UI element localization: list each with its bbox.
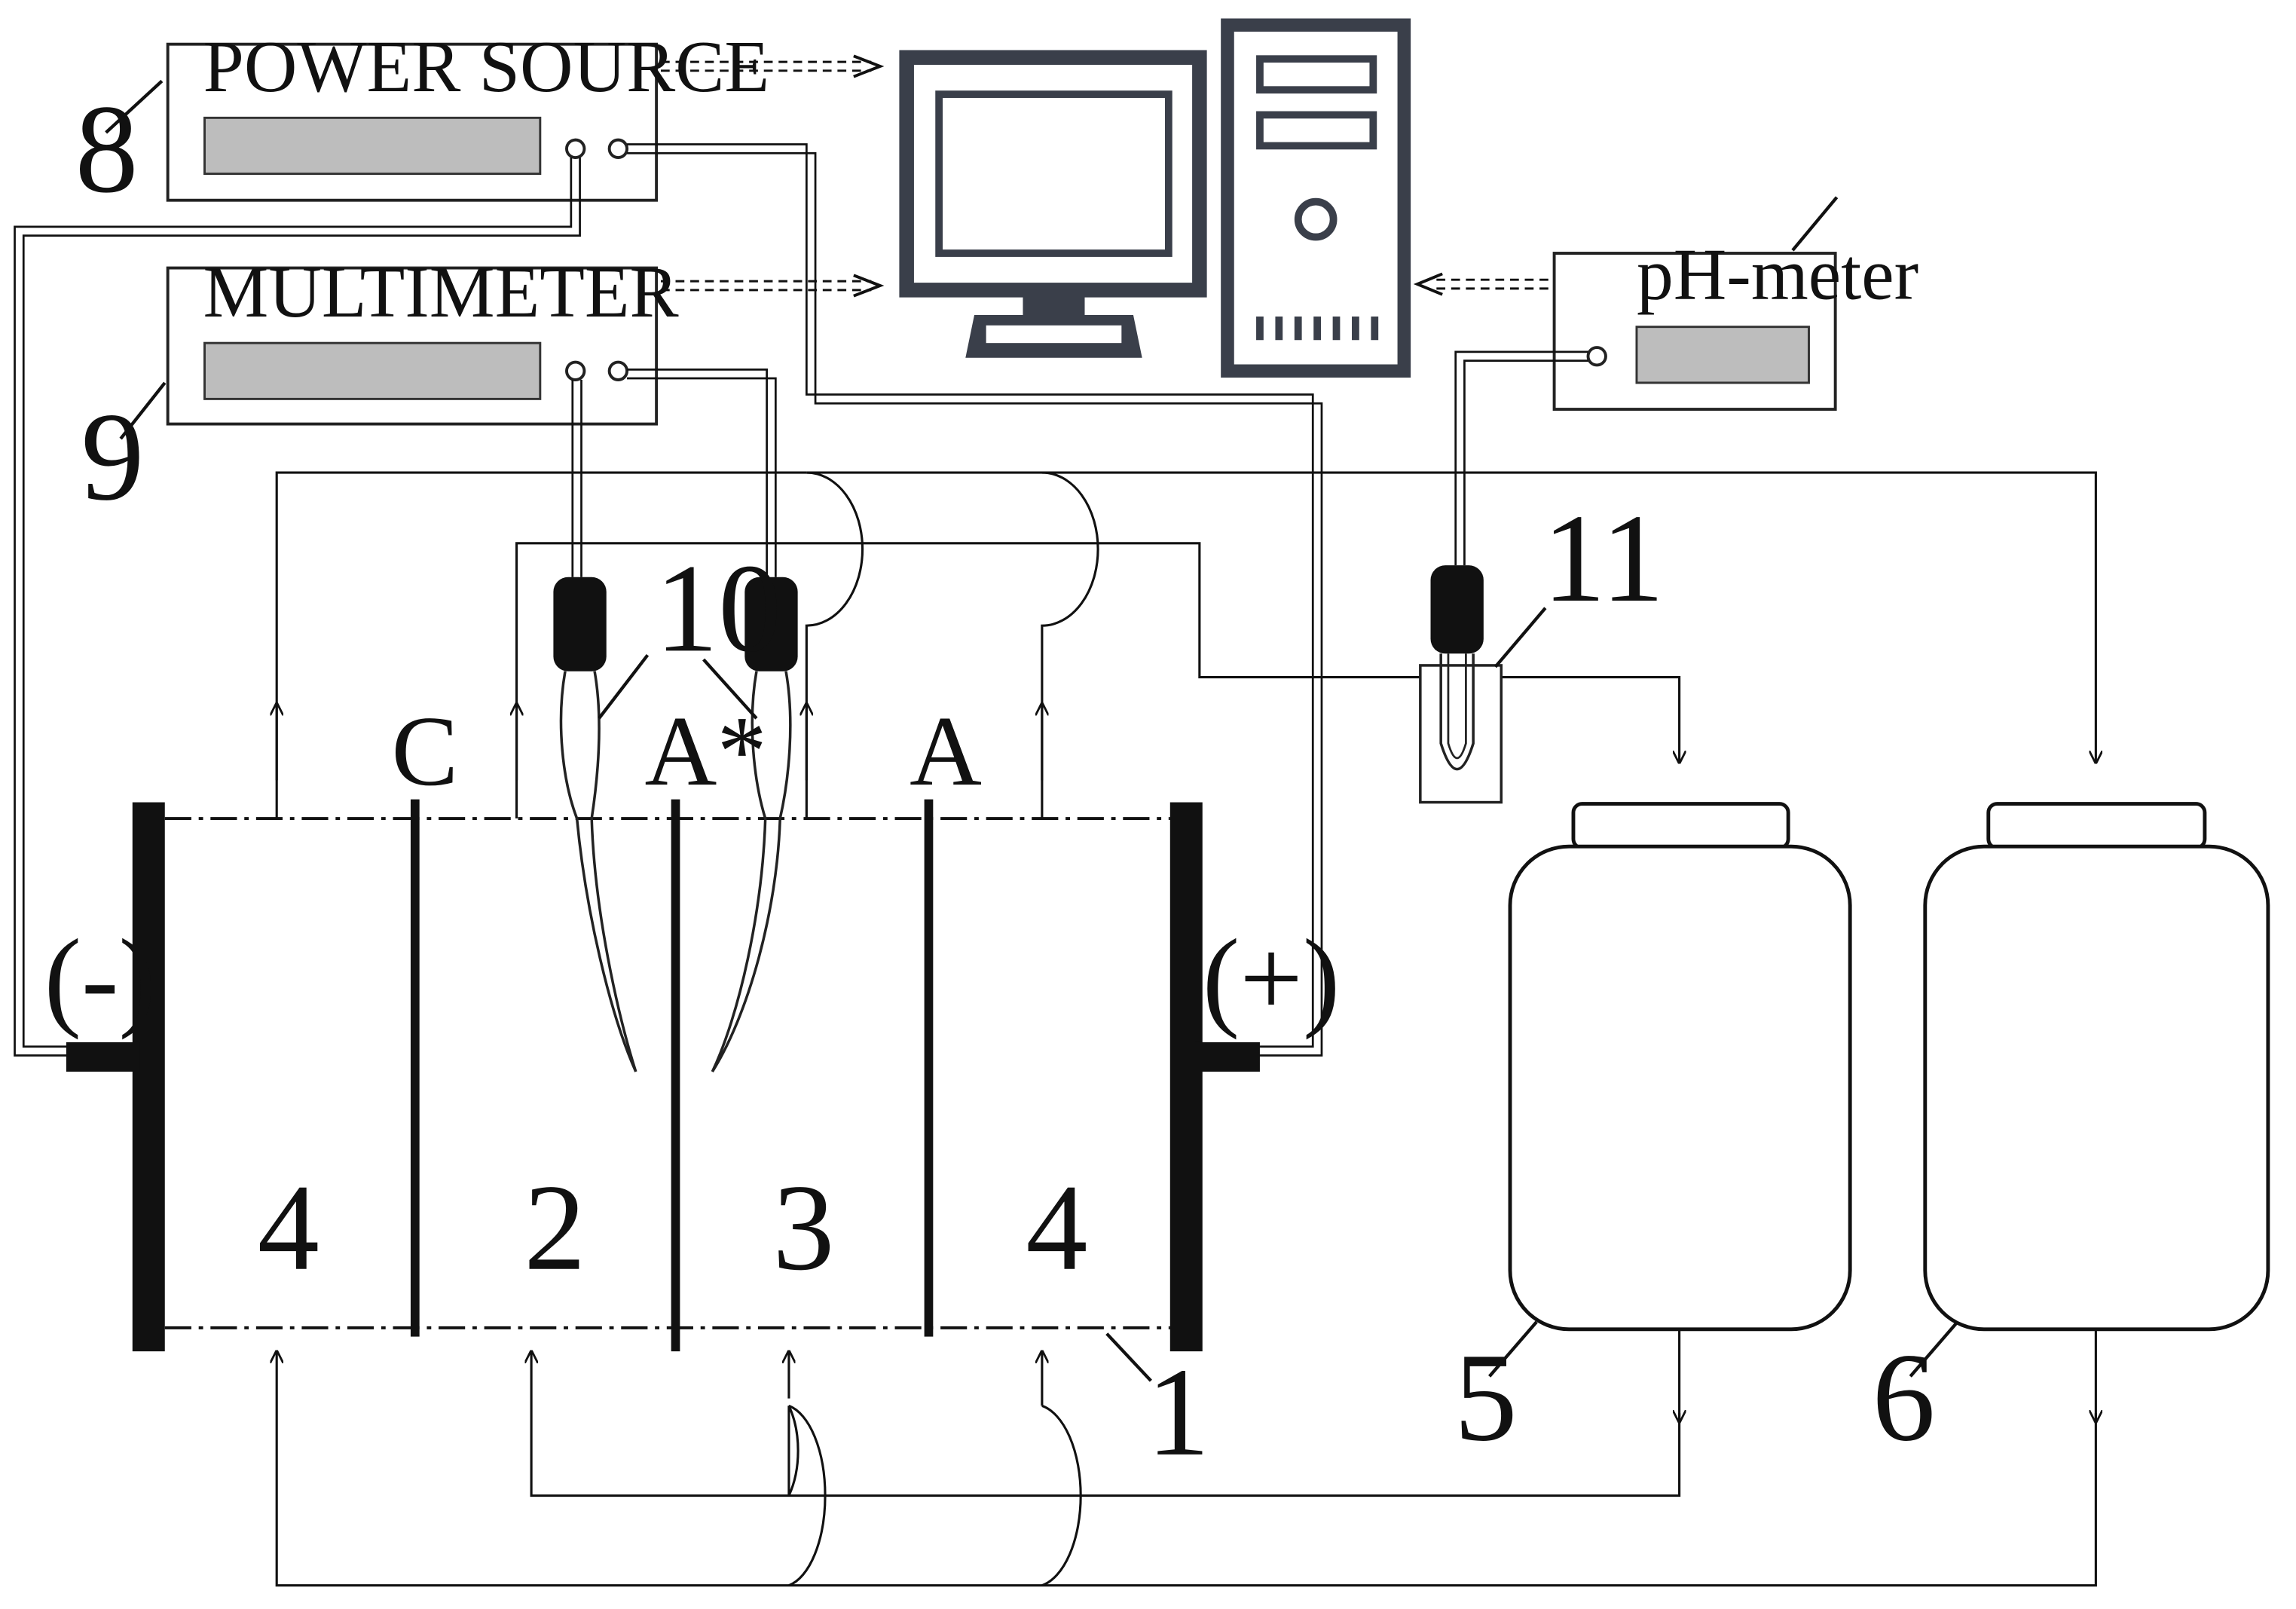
callout-6: 6 <box>1872 1327 1935 1467</box>
callout-7: 8 <box>75 79 139 219</box>
compartment-label-2: 2 <box>524 1160 585 1296</box>
membrane-a-star <box>671 799 680 1352</box>
callout-5: 5 <box>1454 1327 1518 1467</box>
tower-icon <box>1221 18 1411 378</box>
power-source-unit: POWER SOURCE <box>166 26 770 202</box>
polarity-labels: (-) (+) <box>44 917 1341 1041</box>
callout-leaders <box>105 79 1959 1382</box>
membrane-label-a: A <box>910 696 982 806</box>
cathode-label: (-) <box>44 917 156 1041</box>
ph-probe-wire <box>1454 350 1588 566</box>
membrane-c <box>410 799 420 1337</box>
power-source-label: POWER SOURCE <box>203 26 770 108</box>
multimeter-terminal-2 <box>607 360 629 381</box>
ph-meter-unit: pH-meter <box>1552 234 1918 411</box>
power-source-display <box>203 116 542 176</box>
cathode-terminal <box>66 1042 140 1072</box>
electrodialysis-stack <box>66 799 1260 1352</box>
computer-icon <box>899 18 1411 378</box>
anode-terminal <box>1195 1042 1260 1072</box>
multimeter-terminal-1 <box>565 360 586 381</box>
anode-label: (+) <box>1203 917 1341 1041</box>
tank-5 <box>1508 802 1852 1332</box>
compartment-labels: 4 2 3 4 <box>258 1160 1088 1296</box>
callout-10: 11 <box>1542 488 1665 629</box>
membrane-a <box>924 799 934 1337</box>
ph-flow-cell <box>1419 565 1503 804</box>
multimeter-unit: MULTIMETER <box>166 252 679 426</box>
power-source-terminal-neg <box>565 138 586 160</box>
compartment-label-4-right: 4 <box>1026 1160 1087 1296</box>
ph-meter-label: pH-meter <box>1637 234 1918 316</box>
membrane-labels: C A* A <box>392 696 982 806</box>
callout-9: 10 <box>655 538 781 678</box>
membrane-label-a-star: A* <box>645 696 767 806</box>
membrane-label-c: C <box>392 696 459 806</box>
ph-meter-display <box>1635 326 1810 384</box>
flow-lines <box>277 471 2096 1587</box>
compartment-label-4-left: 4 <box>258 1160 319 1296</box>
callout-numbers: 8 9 10 11 1 5 6 <box>75 79 1936 1482</box>
reference-probe-left <box>553 577 637 1072</box>
compartment-label-3: 3 <box>772 1160 834 1296</box>
callout-8: 9 <box>81 387 144 527</box>
power-source-terminal-pos <box>607 138 629 160</box>
reference-probe-right <box>711 577 798 1072</box>
anode-plate <box>1169 802 1203 1352</box>
cathode-plate <box>132 802 165 1352</box>
data-link-arrows <box>660 54 1549 298</box>
ph-meter-terminal <box>1586 346 1607 367</box>
multimeter-display <box>203 341 542 400</box>
callout-1: 1 <box>1147 1342 1210 1482</box>
power-wires <box>14 143 1323 1057</box>
multimeter-label: MULTIMETER <box>203 252 679 333</box>
tank-6 <box>1923 802 2270 1332</box>
